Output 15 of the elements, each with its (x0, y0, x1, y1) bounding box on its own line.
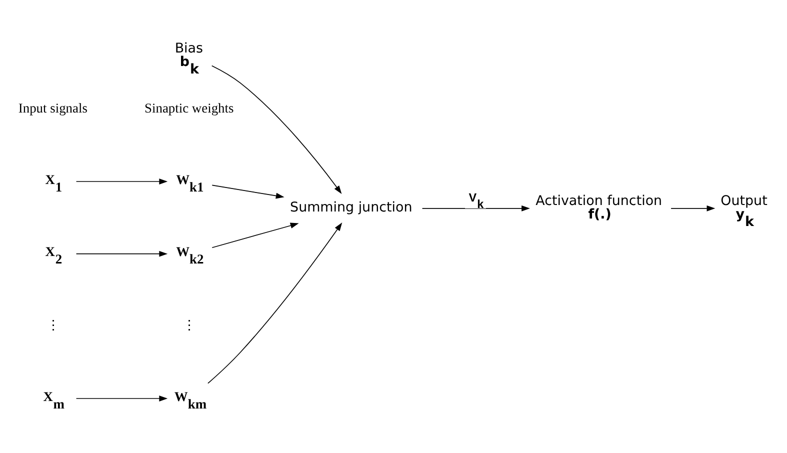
label: ⋮ (182, 317, 196, 332)
arrow (212, 184, 284, 199)
node-text: Activation function f(.) (536, 194, 662, 222)
label: ⋮ (46, 317, 60, 332)
arrow (208, 222, 342, 384)
arrow (76, 178, 168, 184)
arrow (76, 396, 168, 402)
arrow (212, 222, 299, 248)
arrow (422, 205, 530, 212)
arrow (670, 205, 716, 212)
label: Sinaptic weights (144, 100, 234, 116)
arrow (211, 65, 342, 194)
node-text: Summing junction (290, 200, 412, 216)
arrow (76, 250, 168, 257)
label: Input signals (18, 100, 88, 116)
